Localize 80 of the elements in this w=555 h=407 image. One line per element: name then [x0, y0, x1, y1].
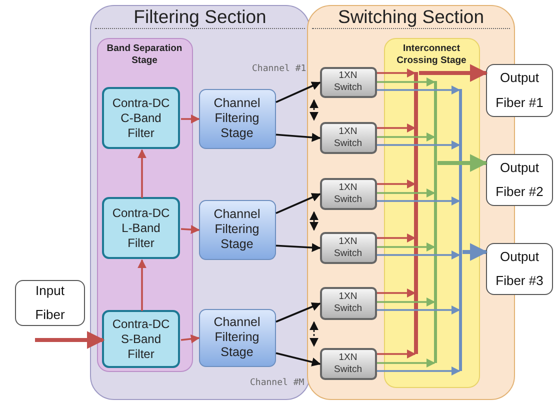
arrow [377, 124, 416, 132]
stage-title: Interconnect Crossing Stage [396, 42, 468, 68]
arrow [377, 68, 416, 78]
arrow [377, 78, 436, 86]
arrow [276, 302, 321, 323]
arrow [377, 288, 416, 298]
arrow [276, 82, 321, 104]
switch-label: 1XN Switch [334, 352, 362, 376]
section-title: Filtering Section [134, 6, 266, 28]
arrow [377, 234, 416, 242]
fiber-label: Output Fiber #2 [494, 158, 544, 201]
double-arrow [310, 321, 318, 347]
stage-panel [96, 38, 192, 372]
double-arrow [310, 99, 318, 121]
bus-bar [434, 81, 436, 363]
arrow [377, 306, 460, 314]
arrow [419, 64, 488, 82]
process-label: Channel Filtering Stage [212, 315, 262, 360]
arrow [138, 149, 146, 198]
arrow [276, 132, 321, 142]
fiber-box [486, 243, 553, 295]
double-arrow [310, 211, 318, 231]
arrow [35, 331, 105, 349]
section-title: Switching Section [338, 6, 484, 28]
arrow [377, 358, 436, 368]
arrow [180, 225, 200, 234]
filter-label: Contra-DC L-Band Filter [111, 206, 171, 250]
switch-box [320, 286, 376, 320]
fiber-label: Output Fiber #1 [494, 69, 544, 112]
switch-box [320, 232, 376, 264]
process-label: Channel Filtering Stage [212, 96, 262, 141]
process-box [198, 88, 276, 148]
arrow [377, 350, 416, 358]
arrow [276, 243, 321, 252]
switch-box [320, 348, 376, 380]
stage-panel [384, 38, 480, 388]
arrow [276, 193, 321, 214]
arrow [377, 242, 436, 252]
filter-box [102, 87, 180, 149]
switch-label: 1XN Switch [334, 182, 362, 206]
switch-box [320, 122, 376, 154]
filter-box [102, 197, 180, 259]
switch-label: 1XN Switch [334, 291, 362, 315]
arrow [276, 352, 321, 366]
process-label: Channel Filtering Stage [212, 207, 262, 252]
arrow [138, 259, 146, 311]
channel-label: Channel #M [250, 378, 304, 388]
fiber-label: Output Fiber #3 [494, 248, 544, 290]
arrow [377, 132, 436, 142]
bus-bar [458, 89, 462, 371]
filter-label: Contra-DC S-Band Filter [111, 316, 171, 362]
fiber-label: Input Fiber [34, 282, 66, 324]
arrow [377, 188, 436, 198]
switch-box [320, 66, 376, 98]
arrow [377, 250, 460, 260]
switch-label: 1XN Switch [334, 126, 362, 150]
arrow [180, 334, 200, 344]
process-box [198, 308, 276, 366]
arrow [377, 298, 436, 306]
fiber-box [15, 280, 85, 326]
switch-box [320, 178, 376, 210]
bus-bar [414, 72, 418, 354]
section-panel [90, 5, 310, 400]
switch-label: 1XN Switch [334, 70, 362, 94]
switch-label: 1XN Switch [334, 236, 362, 260]
arrow [377, 140, 460, 150]
arrow [462, 243, 488, 261]
fiber-box [486, 64, 553, 117]
arrow [377, 196, 460, 206]
arrow [377, 180, 416, 188]
fiber-box [486, 154, 553, 206]
channel-label: Channel #1 [252, 64, 306, 74]
filter-box [102, 310, 180, 368]
arrow [377, 366, 460, 376]
process-box [198, 200, 276, 260]
arrow [181, 114, 200, 124]
filter-label: Contra-DC C-Band Filter [111, 96, 171, 140]
arrow [438, 154, 488, 172]
stage-title: Band Separation Stage [106, 42, 184, 68]
arrow [377, 86, 460, 94]
